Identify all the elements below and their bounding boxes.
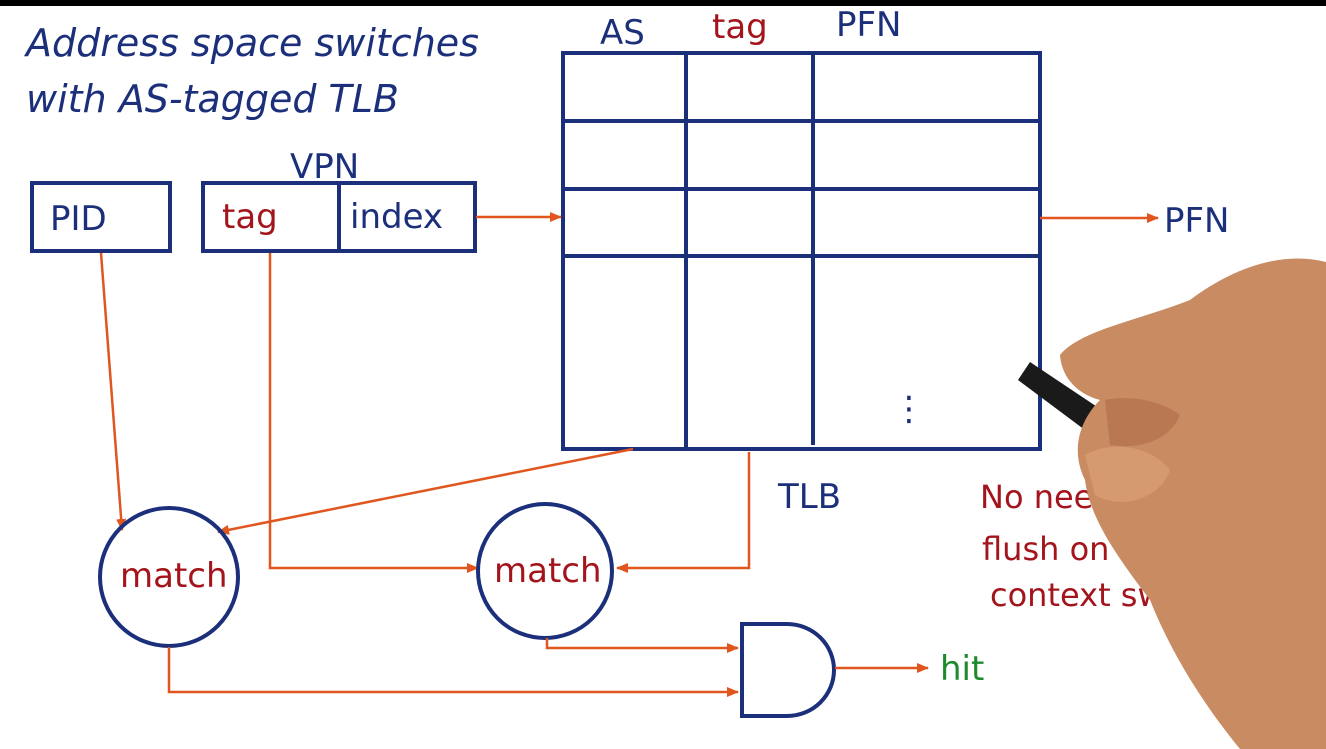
- note-line2: flush on: [982, 530, 1109, 568]
- finger: [1085, 446, 1170, 502]
- pfn-output-label: PFN: [1164, 201, 1230, 241]
- hand-with-pen: [1018, 258, 1326, 749]
- vpn-index-text: index: [350, 197, 443, 237]
- and-gate: [740, 622, 836, 718]
- match1-text: match: [120, 556, 228, 596]
- match2-to-and-arrow: [545, 638, 739, 653]
- match-circle-as: [98, 506, 240, 648]
- tlb-table: ⋮: [561, 51, 1042, 451]
- pid-field: [30, 181, 172, 253]
- hand: [1060, 258, 1326, 749]
- tlb-ellipsis: ⋮: [892, 389, 926, 429]
- top-border: [0, 0, 1326, 6]
- vpn-tag-text: tag: [222, 197, 278, 237]
- match-circle-tag: [476, 502, 614, 640]
- pid-to-match-arrow: [99, 252, 127, 531]
- match2-text: match: [494, 551, 602, 591]
- tlb-header-pfn: PFN: [836, 5, 902, 45]
- tlb-header-tag: tag: [712, 7, 768, 47]
- finger-shadow: [1105, 398, 1180, 447]
- as-to-match-arrow: [217, 447, 634, 535]
- pid-text: PID: [50, 199, 107, 239]
- tlb-outline: [561, 51, 1042, 451]
- tlb-header-as: AS: [600, 13, 645, 53]
- hit-label: hit: [940, 649, 984, 689]
- vpn-label: VPN: [290, 147, 359, 187]
- tlb-label: TLB: [777, 477, 841, 517]
- match1-to-and-arrow: [167, 647, 739, 697]
- tlbtag-to-match-arrow: [616, 452, 751, 573]
- title-line1: Address space switches: [23, 21, 479, 65]
- title-line2: with AS-tagged TLB: [26, 77, 399, 121]
- tag-to-match-arrow: [268, 253, 479, 573]
